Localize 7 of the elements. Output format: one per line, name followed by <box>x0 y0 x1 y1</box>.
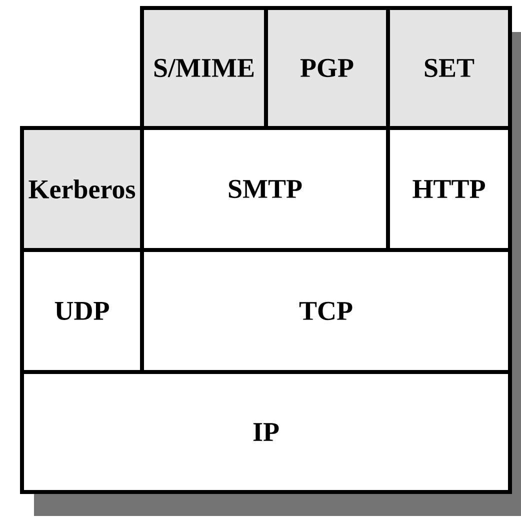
protocol-box: Kerberos <box>20 126 144 252</box>
protocol-box: S/MIME <box>140 6 268 130</box>
protocol-box: SET <box>386 6 512 130</box>
protocol-box: HTTP <box>386 126 512 252</box>
protocol-box: SMTP <box>140 126 390 252</box>
protocol-box: UDP <box>20 248 144 374</box>
protocol-box: PGP <box>264 6 390 130</box>
